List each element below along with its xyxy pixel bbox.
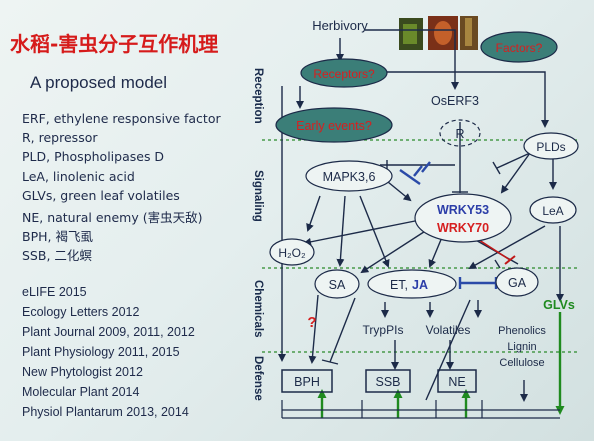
- wrky-ga-inhibition: [475, 237, 511, 261]
- ssb-box: [365, 369, 411, 393]
- abbreviation-item: BPH, 褐飞虱: [22, 229, 93, 244]
- glvs-label: GLVs: [543, 298, 575, 312]
- receptors-label: Receptors?: [313, 67, 375, 81]
- sa-node: [314, 269, 360, 299]
- ssb-label: SSB: [375, 375, 400, 389]
- receptors-node: [300, 58, 388, 88]
- cellulose-label: Cellulose: [499, 357, 544, 369]
- slide-subtitle: A proposed model: [30, 73, 168, 92]
- sa-label: SA: [329, 278, 346, 292]
- mapk-node: [305, 160, 393, 192]
- ga-label: GA: [508, 276, 527, 290]
- factors-node: [480, 31, 558, 63]
- plds-label: PLDs: [536, 140, 565, 154]
- wrky-ga-bar: [504, 255, 516, 265]
- ne-label: NE: [448, 375, 465, 389]
- abbreviation-item: GLVs, green leaf volatiles: [22, 188, 180, 203]
- ga-node: [495, 267, 539, 297]
- ja-label: JA: [412, 278, 428, 292]
- wrky53-label: WRKY53: [437, 203, 489, 217]
- et-label: ET,: [390, 278, 408, 292]
- reference-item: New Phytologist 2012: [22, 365, 143, 379]
- ne-box: [437, 369, 477, 393]
- reference-item: Ecology Letters 2012: [22, 305, 140, 319]
- abbreviation-item: SSB, 二化螟: [22, 248, 92, 263]
- lignin-label: Lignin: [507, 341, 536, 353]
- plds-node: [523, 132, 579, 160]
- reference-item: Plant Journal 2009, 2011, 2012: [22, 325, 195, 339]
- reference-item: Physiol Plantarum 2013, 2014: [22, 405, 189, 419]
- reference-item: Molecular Plant 2014: [22, 385, 140, 399]
- factors-label: Factors?: [496, 41, 543, 55]
- abbreviation-item: NE, natural enemy (害虫天敌): [22, 210, 203, 225]
- bph-label: BPH: [294, 375, 320, 389]
- oserf3-label: OsERF3: [431, 94, 479, 108]
- h2o2-label: H₂O₂: [278, 246, 306, 260]
- tryppis-label: TrypPIs: [363, 323, 404, 337]
- repressor-node: [439, 119, 481, 147]
- wrky70-label: WRKY70: [437, 221, 489, 235]
- defense-baseline: [281, 400, 560, 419]
- abbreviation-item: PLD, Phospholipases D: [22, 149, 165, 164]
- repressor-label: R: [455, 127, 464, 141]
- defense-arrows: [317, 312, 565, 418]
- reference-item: eLIFE 2015: [22, 285, 87, 299]
- mapk-label: MAPK3,6: [323, 170, 376, 184]
- volatiles-label: Volatiles: [426, 323, 471, 337]
- reference-item: Plant Physiology 2011, 2015: [22, 345, 180, 359]
- herbivory-label: Herbivory: [312, 18, 368, 33]
- et-ja-node: [367, 269, 457, 299]
- wrky-node: [414, 193, 512, 243]
- abbreviation-item: R, repressor: [22, 130, 98, 145]
- abbreviation-item: ERF, ethylene responsive factor: [22, 111, 221, 126]
- phenolics-label: Phenolics: [498, 325, 546, 337]
- bph-box: [281, 369, 333, 393]
- lea-node: [529, 196, 577, 224]
- slide-title: 水稻-害虫分子互作机理: [10, 32, 219, 56]
- early-events-node: [275, 107, 393, 143]
- lea-label: LeA: [542, 204, 563, 218]
- herbivory-photos: [399, 16, 478, 50]
- h2o2-node: [269, 238, 315, 266]
- early-events-label: Early events?: [296, 119, 372, 133]
- abbreviation-item: LeA, linolenic acid: [22, 169, 135, 184]
- unknown-marker: ?: [307, 314, 316, 331]
